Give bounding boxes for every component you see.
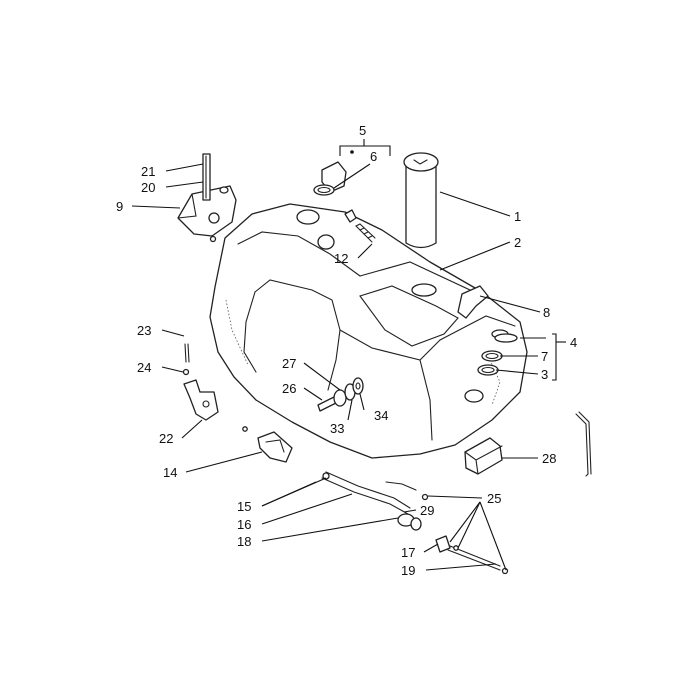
bracket-22 [183, 379, 219, 421]
filler-neck-tube [403, 152, 439, 249]
callout-labels: 1 2 3 4 5 6 7 8 9 12 14 15 16 17 18 19 2… [116, 123, 577, 578]
callout-12: 12 [334, 251, 348, 266]
breather-rod [575, 411, 592, 477]
callout-20: 20 [141, 180, 155, 195]
fuel-line-assembly [421, 493, 509, 575]
rubber-block-28 [464, 437, 503, 475]
leader-lines [131, 139, 566, 571]
callout-21: 21 [141, 164, 155, 179]
callout-28: 28 [542, 451, 556, 466]
callout-22: 22 [159, 431, 173, 446]
callout-5: 5 [359, 123, 366, 138]
callout-3: 3 [541, 367, 548, 382]
callout-8: 8 [543, 305, 550, 320]
callout-16: 16 [237, 517, 251, 532]
callout-4: 4 [570, 335, 577, 350]
bolt-12 [344, 209, 376, 243]
hose-assembly [321, 471, 422, 531]
callout-19: 19 [401, 563, 415, 578]
pin-23 [182, 343, 190, 376]
callout-33: 33 [330, 421, 344, 436]
callout-14: 14 [163, 465, 177, 480]
callout-26: 26 [282, 381, 296, 396]
callout-34: 34 [374, 408, 388, 423]
fuel-tank [209, 203, 528, 459]
callout-27: 27 [282, 356, 296, 371]
callout-1: 1 [514, 209, 521, 224]
callout-29: 29 [420, 503, 434, 518]
mounting-bracket [457, 285, 489, 319]
o-ring-set [477, 333, 518, 376]
callout-24: 24 [137, 360, 151, 375]
callout-17: 17 [401, 545, 415, 560]
callout-6: 6 [370, 149, 377, 164]
callout-15: 15 [237, 499, 251, 514]
callout-9: 9 [116, 199, 123, 214]
callout-25: 25 [487, 491, 501, 506]
callout-23: 23 [137, 323, 151, 338]
callout-7: 7 [541, 349, 548, 364]
evap-canister [177, 153, 237, 243]
cap-assembly [313, 161, 347, 196]
clamp-14 [242, 426, 293, 463]
callout-18: 18 [237, 534, 251, 549]
callout-2: 2 [514, 235, 521, 250]
